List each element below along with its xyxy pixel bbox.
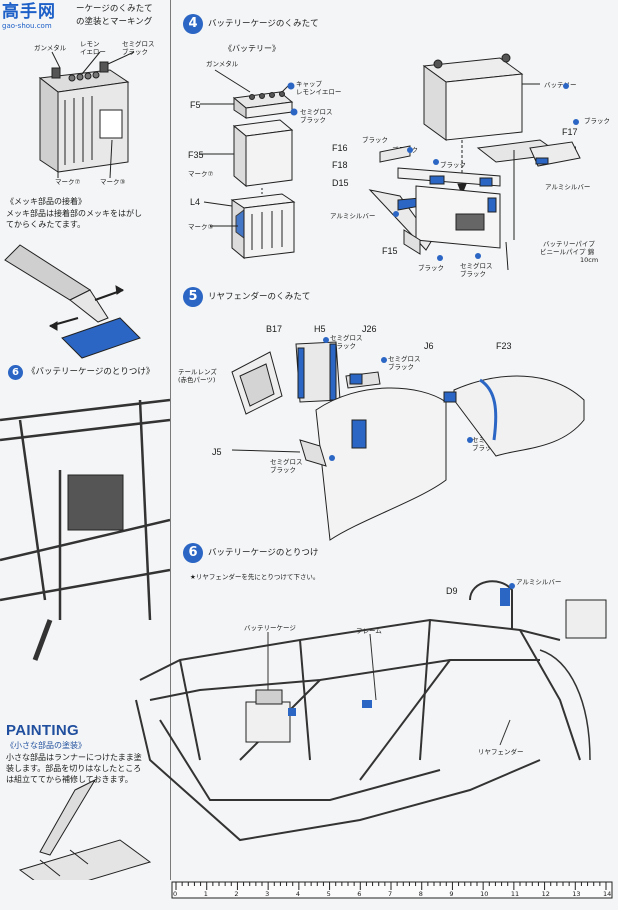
label-gunmetal-left: ガンメタル [34,44,67,52]
ruler-tick-label: 7 [388,890,393,898]
step-6-aluminium: アルミシルバー [516,578,562,586]
step-4-battery-exploded [200,69,298,260]
part-F16: F16 [332,143,348,153]
watermark-logo: 高手网 gao-shou.com [2,2,72,32]
part-J26: J26 [362,324,377,334]
part-J5: J5 [212,447,222,457]
step-6-title-left: 《バッテリーケージのとりつけ》 [27,367,155,377]
ruler-tick-label: 10 [480,890,489,898]
step-4-vinyl-pipe: ビニールパイプ 錦 [540,248,595,256]
step-4-battery-pipe: バッテリーパイプ [543,240,595,248]
part-F15: F15 [382,246,398,256]
step-4-length: 10cm [580,256,599,264]
painting-title: PAINTING [6,722,79,739]
step-6-badge-left: 6 [8,365,23,380]
painting-subtitle: 《小さな部品の塗装》 [6,741,86,750]
step-4-mark7: マーク⑦ [188,170,214,178]
watermark-url: gao-shou.com [2,22,52,30]
watermark-text: 高手网 [2,2,56,22]
painting-text-3: は組立ててから補修しておきます。 [6,775,133,784]
step-5-semigloss-3: セミグロス ブラック [472,436,505,452]
step-4-cap: キャップ [296,80,322,88]
step-4-black-3: ブラック [440,161,466,169]
part-D11: D11 [562,145,578,155]
ruler-tick-label: 13 [572,890,581,898]
step-4-gunmetal: ガンメタル [206,60,239,68]
column-divider [170,0,171,880]
label-semigloss-left: セミグロス ブラック [122,40,155,56]
step-5-clear-red: (赤色パーツ) [178,376,216,384]
battery-illustration-left [38,51,135,179]
step-6-note: ★リヤフェンダーを先にとりつけて下さい。 [190,573,320,581]
step-4-black-4: ブラック [418,264,444,272]
step-4-battery-label: バッテリー [544,81,577,89]
ruler-tick-label: 8 [418,890,423,898]
step-4-aluminium-2: アルミシルバー [545,183,591,191]
plating-text-1: メッキ部品は接着部のメッキをはがし [6,209,142,218]
step-5-title: リヤフェンダーのくみたて [208,292,311,302]
step-4-battery-heading: 《バッテリー》 [224,44,280,53]
step-5-semigloss-1: セミグロス ブラック [330,334,363,350]
part-F5: F5 [190,100,201,110]
part-F23: F23 [496,341,512,351]
step-6-frame [135,580,607,842]
part-B17: B17 [266,324,283,334]
ruler-tick-label: 1 [203,890,208,898]
part-F17: F17 [562,127,578,137]
part-J6: J6 [424,341,434,351]
part-L4: L4 [190,197,201,207]
brush-illustration [18,778,152,880]
ruler-tick-label: 11 [510,890,520,898]
ruler-tick-label: 5 [326,890,331,898]
painting-text-2: 装します。部品を切りはなしたところ [6,764,142,773]
part-F35: F35 [188,150,204,160]
step-4-semigloss-2: セミグロス ブラック [460,262,493,278]
step-6-rear-fender: リヤフェンダー [478,748,524,756]
step-4-lemon: レモンイエロー [296,88,342,96]
ruler-tick-label: 6 [357,890,362,898]
step-4-title: バッテリーケージのくみたて [208,19,319,29]
step-5-semigloss-4: セミグロス ブラック [270,458,303,474]
part-H5: H5 [314,324,326,334]
label-mark3-left: マーク③ [100,178,126,186]
plating-text-2: てからくみたてます。 [6,220,86,229]
left-illustrations [0,51,170,880]
step-6-title: バッテリーケージのとりつけ [208,548,319,558]
plating-title: 《メッキ部品の接着》 [6,197,86,206]
step-4-black-2: ブラック [392,146,418,154]
step-4-aluminium-1: アルミシルバー [330,212,376,220]
ruler-tick-label: 3 [265,890,270,898]
part-D15: D15 [332,178,349,188]
step-5-badge: 5 [183,287,203,307]
ruler-tick-label: 4 [295,890,300,898]
ruler-tick-label: 0 [173,890,178,898]
step-4-black-5: ブラック [584,117,610,125]
step-4-semigloss: セミグロス ブラック [300,108,333,124]
part-F18: F18 [332,160,348,170]
step-5-tail-lens: テールレンズ [178,368,217,376]
ruler-tick-label: 9 [449,890,454,898]
step-4-black-1: ブラック [362,136,388,144]
ruler-tick-label: 2 [234,890,239,898]
step-5-semigloss-2: セミグロス ブラック [388,355,421,371]
step-4-mark3: マーク③ [188,223,214,231]
label-mark7-left: マーク⑦ [55,178,81,186]
label-lemon-left: レモン イエロー [80,40,106,56]
step-4-badge: 4 [183,14,203,34]
frame-closeup-left [0,398,170,661]
step-6-battery-cage: バッテリーケージ [244,624,296,632]
ruler-tick-label: 12 [541,890,550,898]
ruler-tick-label: 14 [603,890,612,898]
knife-illustration [4,244,141,359]
step-6-badge: 6 [183,543,203,563]
left-top-subheading: の塗装とマーキング [76,17,153,27]
left-top-heading: ーケージのくみたて [76,4,153,14]
part-D9: D9 [446,586,458,596]
painting-text-1: 小さな部品はランナーにつけたまま塗 [6,753,142,762]
step-6-frame: フレーム [356,627,382,635]
